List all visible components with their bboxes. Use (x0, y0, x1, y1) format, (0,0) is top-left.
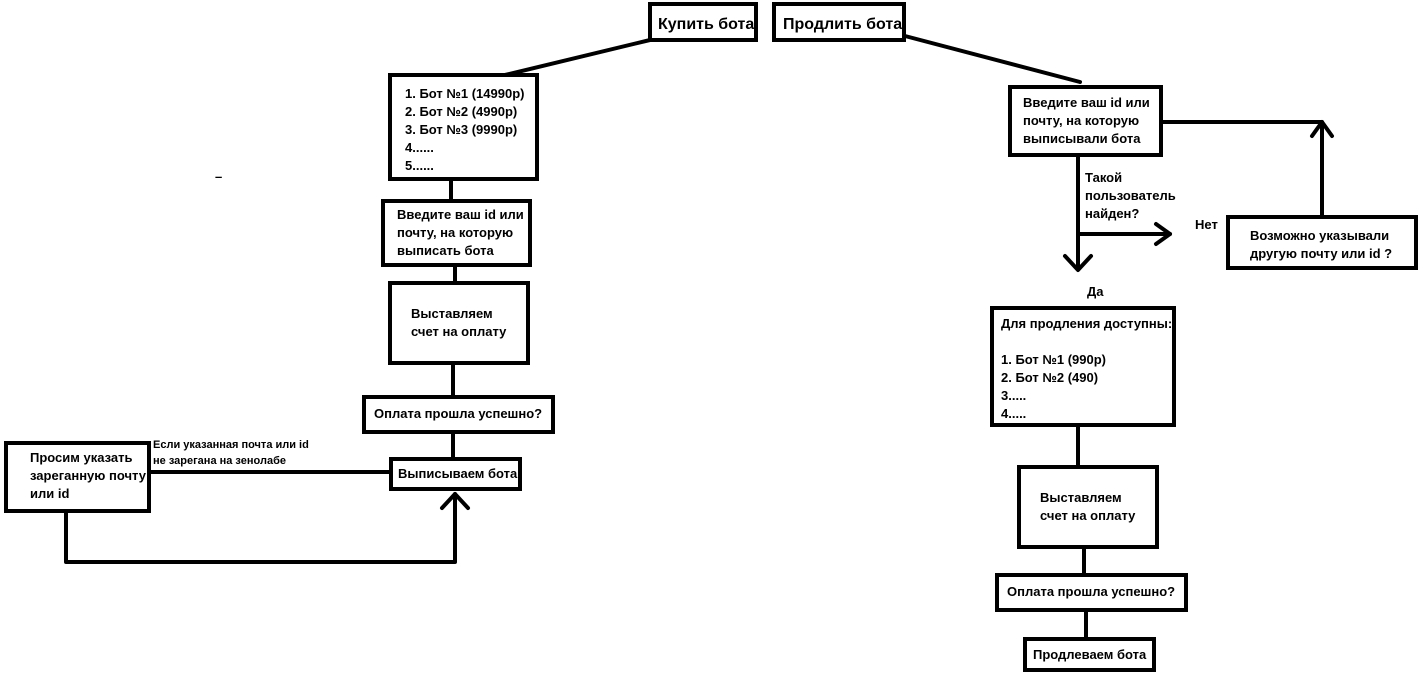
renew-invoice-line: счет на оплату (1040, 508, 1136, 523)
buy-enter-id-line: почту, на которую (397, 225, 514, 240)
not-registered-note: Если указанная почта или id не зарегана … (153, 437, 309, 469)
buy-payment-check-label: Оплата прошла успешно? (374, 406, 543, 421)
renew-title-to-enter-id (903, 34, 1082, 84)
bots-list-item: 5...... (405, 158, 434, 173)
renew-list-item: 4..... (1001, 406, 1027, 421)
bots-list-item: 1. Бот №1 (14990р) (405, 86, 525, 101)
maybe-other-line: другую почту или id ? (1250, 246, 1393, 261)
renew-payment-check-box: Оплата прошла успешно? (995, 573, 1188, 612)
found-no-arrowhead (1154, 222, 1172, 246)
bots-list-item: 4...... (405, 140, 434, 155)
renew-list-item: 3..... (1001, 388, 1027, 403)
buy-bot-button[interactable]: Купить бота (648, 2, 758, 42)
ask-registered-line: Просим указать (30, 450, 133, 465)
ask-registered-line: или id (30, 486, 70, 501)
buy-enter-id-line: выписать бота (397, 243, 494, 258)
renew-list-heading: Для продления доступны: (1001, 316, 1173, 331)
bots-list-item: 3. Бот №3 (9990р) (405, 122, 518, 137)
buy-invoice-line: Выставляем (411, 306, 493, 321)
ask-registered-line: зареганную почту (30, 468, 146, 483)
ask-loop-back (64, 492, 457, 564)
user-found-question: Такой пользователь найден? (1085, 169, 1176, 223)
renew-invoice-line: Выставляем (1040, 490, 1122, 505)
maybe-loop-up (1160, 120, 1324, 218)
renew-list-spacer (1001, 333, 1172, 351)
renew-bot-button[interactable]: Продлить бота (772, 2, 906, 42)
buy-enter-id-line: Введите ваш id или (397, 207, 524, 222)
renew-payment-check-label: Оплата прошла успешно? (1007, 584, 1176, 599)
issue-bot-box: Выписываем бота (389, 457, 522, 491)
buy-invoice-line: счет на оплату (411, 324, 507, 339)
not-registered-note-line: Если указанная почта или id (153, 439, 309, 451)
renew-enter-id-box: Введите ваш id или почту, на которую вып… (1008, 85, 1163, 157)
buy-bot-label: Купить бота (658, 16, 755, 33)
user-found-line: пользователь (1085, 188, 1176, 203)
yes-label: Да (1087, 284, 1104, 299)
ask-loop-arrowhead (440, 492, 470, 510)
renew-bot-label: Продлить бота (783, 16, 903, 33)
not-registered-note-line: не зарегана на зенолабе (153, 455, 286, 467)
no-label: Нет (1195, 217, 1218, 232)
extend-bot-box: Продлеваем бота (1023, 637, 1156, 672)
maybe-other-box: Возможно указывали другую почту или id ? (1226, 215, 1418, 270)
extend-bot-label: Продлеваем бота (1033, 647, 1147, 662)
maybe-loop-arrowhead (1310, 120, 1334, 138)
bots-list-item: 2. Бот №2 (4990р) (405, 104, 518, 119)
maybe-other-line: Возможно указывали (1250, 228, 1390, 243)
bots-list-box: 1. Бот №1 (14990р) 2. Бот №2 (4990р) 3. … (388, 73, 539, 181)
renew-list-item: 2. Бот №2 (490) (1001, 370, 1099, 385)
buy-title-to-list (503, 38, 652, 77)
user-found-line: найден? (1085, 206, 1140, 221)
found-yes-arrowhead (1063, 254, 1093, 272)
renew-list-box: Для продления доступны: 1. Бот №1 (990р)… (990, 306, 1176, 427)
renew-enter-id-line: выписывали бота (1023, 131, 1141, 146)
renew-list-item: 1. Бот №1 (990р) (1001, 352, 1107, 367)
buy-invoice-box: Выставляем счет на оплату (388, 281, 530, 365)
buy-enter-id-box: Введите ваш id или почту, на которую вып… (381, 199, 532, 267)
renew-enter-id-line: почту, на которую (1023, 113, 1140, 128)
renew-invoice-box: Выставляем счет на оплату (1017, 465, 1159, 549)
renew-enter-id-line: Введите ваш id или (1023, 95, 1150, 110)
buy-payment-check-box: Оплата прошла успешно? (362, 395, 555, 434)
stray-mark: – (215, 169, 223, 184)
issue-bot-label: Выписываем бота (398, 466, 518, 481)
user-found-line: Такой (1085, 170, 1123, 185)
ask-registered-box: Просим указать зареганную почту или id (4, 441, 151, 513)
